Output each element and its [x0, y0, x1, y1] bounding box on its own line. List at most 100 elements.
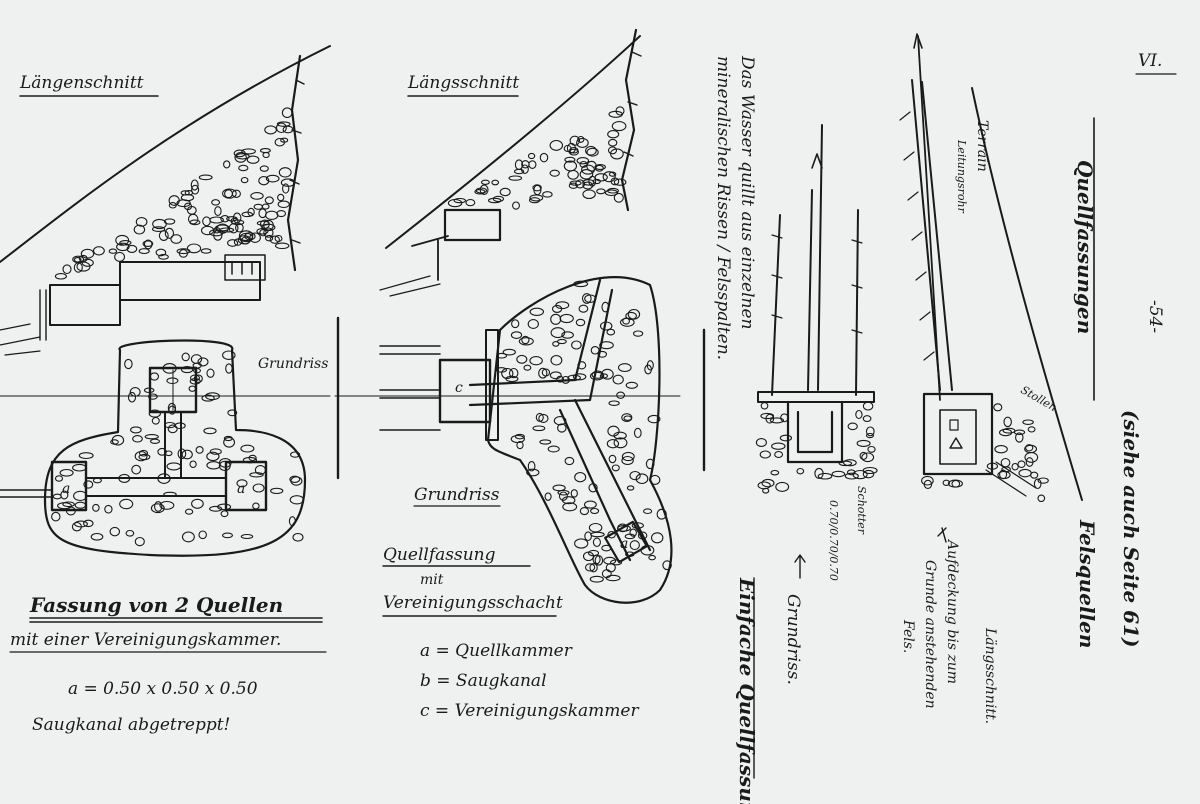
stone	[259, 148, 271, 154]
stone	[586, 160, 597, 172]
stone	[562, 502, 578, 512]
arrow-head	[913, 33, 923, 49]
stone	[569, 135, 581, 146]
stone	[132, 435, 143, 443]
stone	[865, 426, 875, 437]
stone	[195, 446, 204, 454]
stone	[264, 234, 274, 242]
stone	[127, 391, 137, 403]
stone	[844, 472, 859, 480]
stone	[155, 248, 167, 257]
stone	[613, 192, 624, 203]
stone	[235, 153, 250, 160]
stone	[154, 501, 163, 512]
quellkammer-plan	[604, 520, 648, 564]
stone	[526, 468, 540, 477]
simple-caption: Einfache Quellfassung.	[735, 577, 759, 804]
stone	[607, 187, 619, 194]
stone	[71, 521, 82, 532]
stone	[258, 208, 267, 219]
legend-item-c: c = Vereinigungskammer	[420, 701, 639, 721]
stone	[1033, 478, 1042, 490]
stone	[80, 248, 95, 259]
stone	[582, 181, 594, 190]
stone	[62, 264, 72, 275]
stone	[865, 432, 875, 439]
stone	[617, 363, 632, 373]
right-figure-felsquellen: VI. -54- (siehe auch Seite 61) Quellfass…	[899, 33, 1177, 724]
stone	[559, 313, 574, 324]
note-line-3: Fels.	[900, 619, 916, 653]
stone	[198, 174, 213, 181]
stone	[508, 175, 523, 181]
stone	[862, 415, 872, 423]
stone	[862, 466, 878, 475]
stone	[83, 480, 94, 489]
stone	[550, 313, 562, 325]
left-note: Saugkanal abgetreppt!	[32, 715, 230, 735]
inflow-pipe	[0, 489, 53, 498]
stone	[610, 177, 620, 186]
stone	[203, 427, 217, 435]
stone	[73, 262, 83, 273]
stone	[528, 160, 537, 169]
stone	[149, 438, 161, 444]
stone	[190, 354, 203, 365]
stone	[552, 484, 566, 492]
chamber-wall	[485, 329, 499, 441]
stone	[250, 192, 264, 200]
stone	[190, 179, 199, 191]
stone	[240, 533, 254, 540]
legend-item-b: b = Saugkanal	[420, 671, 547, 691]
stone	[178, 249, 188, 258]
stone	[1025, 444, 1034, 452]
stone	[1027, 426, 1036, 433]
grundriss-label: Grundriss.	[783, 594, 803, 685]
stone	[760, 412, 775, 420]
rock-hatching	[289, 79, 305, 244]
stone	[170, 234, 183, 244]
stone	[109, 526, 121, 537]
stone	[181, 531, 195, 543]
stone	[838, 460, 853, 467]
stone	[592, 537, 601, 548]
stone	[582, 551, 595, 562]
stone	[289, 475, 301, 483]
stone	[780, 413, 789, 423]
left-plan-label: Grundriss	[258, 356, 328, 372]
stone	[588, 522, 603, 533]
wall-hatching	[771, 234, 863, 334]
stone	[556, 375, 564, 383]
stone	[594, 555, 604, 566]
stone	[289, 495, 305, 505]
stone	[249, 472, 264, 478]
stone	[453, 197, 467, 204]
stone	[571, 340, 582, 350]
section-label: Längsschnitt.	[982, 627, 998, 724]
stone	[262, 151, 270, 159]
stone	[574, 472, 587, 483]
stone	[126, 244, 138, 253]
stone	[862, 401, 874, 411]
stone	[594, 164, 606, 170]
terrain-line	[971, 87, 1083, 501]
stone	[942, 479, 951, 486]
stone	[144, 434, 159, 440]
stone	[516, 440, 524, 450]
stone	[277, 200, 290, 209]
stone	[248, 454, 257, 462]
stone	[529, 356, 543, 366]
shaft-walls	[771, 209, 859, 396]
stone	[621, 455, 634, 466]
description-line-2: mineralischen Rissen / Felsspalten.	[713, 56, 733, 360]
outlet	[949, 419, 959, 431]
stone	[151, 226, 166, 232]
middle-plan-label: Grundriss	[414, 485, 500, 505]
stone	[73, 257, 82, 263]
stone	[186, 243, 202, 254]
stone	[226, 216, 238, 222]
stone	[240, 176, 249, 184]
note-line-1: Aufdeckung bis zum	[944, 538, 960, 684]
stone	[538, 413, 549, 423]
